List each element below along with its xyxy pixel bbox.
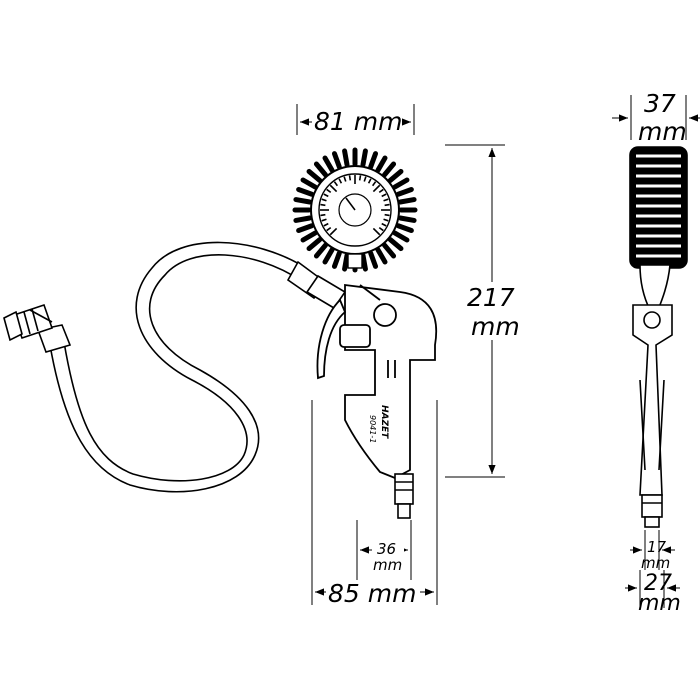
gauge-dial-tick bbox=[372, 184, 381, 193]
dim-side-coupler-value: 17 bbox=[647, 538, 667, 556]
gun-body bbox=[316, 283, 438, 479]
gauge-dial-tick bbox=[384, 203, 390, 207]
gauge-protector-rib bbox=[306, 168, 323, 183]
gauge-protector-rib bbox=[397, 197, 417, 205]
gauge-protector-rib bbox=[306, 237, 323, 252]
gauge-protector-rib bbox=[322, 247, 335, 265]
gauge-dial-tick bbox=[384, 213, 390, 217]
brand-text: HAZET bbox=[379, 405, 389, 439]
gauge-protector-rib bbox=[382, 161, 397, 178]
dim-total-width-label: 85 mm bbox=[328, 579, 416, 608]
gauge-dial-tick bbox=[381, 193, 387, 198]
gauge-protector-rib bbox=[322, 155, 335, 173]
dim-side-coupler bbox=[630, 530, 675, 570]
gauge-protector-rib bbox=[331, 151, 342, 170]
gauge-dial-tick bbox=[343, 176, 347, 182]
gauge-dial-tick bbox=[378, 188, 384, 194]
gauge-protector-rib bbox=[342, 148, 350, 168]
gauge-protector-rib bbox=[300, 177, 318, 190]
dim-gauge-width-label: 81 mm bbox=[314, 107, 402, 136]
tire-chuck bbox=[3, 303, 72, 353]
gauge-protector-rib bbox=[368, 151, 379, 170]
gauge-protector-rib bbox=[331, 250, 342, 269]
gauge-protector-rib bbox=[375, 155, 388, 173]
gauge-protector-rib bbox=[395, 223, 414, 234]
gauge-protector-rib bbox=[387, 237, 404, 252]
gauge-dial-tick bbox=[363, 176, 367, 182]
gauge-protector-rib bbox=[296, 186, 315, 197]
gauge-protector-rib bbox=[397, 215, 417, 223]
gauge-dial-tick bbox=[321, 198, 327, 202]
gauge-dial-tick bbox=[333, 181, 339, 187]
gauge-protector-rib bbox=[300, 230, 318, 243]
gauge-protector-rib bbox=[395, 186, 414, 197]
hose-connector bbox=[286, 260, 347, 310]
dim-side-width-value: 37 bbox=[644, 89, 676, 118]
dim-total-height-value: 217 bbox=[467, 283, 515, 312]
gauge-dial-tick bbox=[329, 184, 338, 193]
gauge-protector-rib bbox=[360, 252, 368, 272]
air-coupler bbox=[394, 473, 414, 519]
gauge-protector-rib bbox=[313, 242, 328, 259]
gauge-dial-tick bbox=[326, 226, 332, 232]
dim-side-coupler-unit: mm bbox=[641, 554, 670, 572]
gauge-dial-tick bbox=[381, 222, 387, 227]
gauge-dial-tick bbox=[320, 203, 326, 207]
gauge-dial-tick bbox=[348, 175, 352, 181]
gauge-dial-tick bbox=[383, 218, 389, 222]
dim-total-height-unit: mm bbox=[471, 312, 520, 341]
dim-side-base bbox=[625, 570, 680, 608]
dim-side-base-value: 27 bbox=[644, 571, 672, 596]
dim-side-width bbox=[612, 95, 700, 140]
dim-coupler-unit: mm bbox=[373, 556, 402, 574]
hose bbox=[49, 241, 307, 493]
gauge-dial-tick bbox=[358, 175, 362, 181]
gauge-protector-rib bbox=[360, 148, 368, 168]
gauge-protector-rib bbox=[387, 168, 404, 183]
gauge-dial-tick bbox=[323, 193, 329, 198]
gauge-dial-tick bbox=[383, 198, 389, 202]
gauge-protector-rib bbox=[375, 247, 388, 265]
gauge-dial-tick bbox=[320, 213, 326, 217]
gauge-protector-rib bbox=[342, 252, 350, 272]
gauge-protector-rib bbox=[293, 197, 313, 205]
pressure-gauge bbox=[292, 147, 418, 273]
gauge-protector-rib bbox=[392, 177, 410, 190]
gauge-dial-tick bbox=[367, 178, 372, 184]
gauge-protector-rib bbox=[392, 230, 410, 243]
gauge-dial-tick bbox=[329, 227, 338, 236]
gauge-dial-tick bbox=[372, 227, 381, 236]
dim-side-width-unit: mm bbox=[638, 117, 687, 146]
model-text: 9041-1 bbox=[368, 415, 377, 443]
gauge-protector-rib bbox=[293, 215, 313, 223]
gauge-dial-tick bbox=[321, 218, 327, 222]
gauge-protector-rib bbox=[382, 242, 397, 259]
dim-side-base-unit: mm bbox=[638, 591, 681, 616]
side-view bbox=[629, 146, 688, 528]
gauge-dial-tick bbox=[323, 222, 329, 227]
gauge-dial-tick bbox=[326, 188, 332, 194]
gauge-dial-tick bbox=[378, 226, 384, 232]
gauge-protector-rib bbox=[296, 223, 315, 234]
gauge-dial-tick bbox=[338, 178, 343, 184]
gauge-dial-tick bbox=[371, 181, 377, 187]
dim-coupler-value: 36 bbox=[377, 540, 396, 558]
gauge-protector-rib bbox=[313, 161, 328, 178]
gauge-protector-rib bbox=[368, 250, 379, 269]
